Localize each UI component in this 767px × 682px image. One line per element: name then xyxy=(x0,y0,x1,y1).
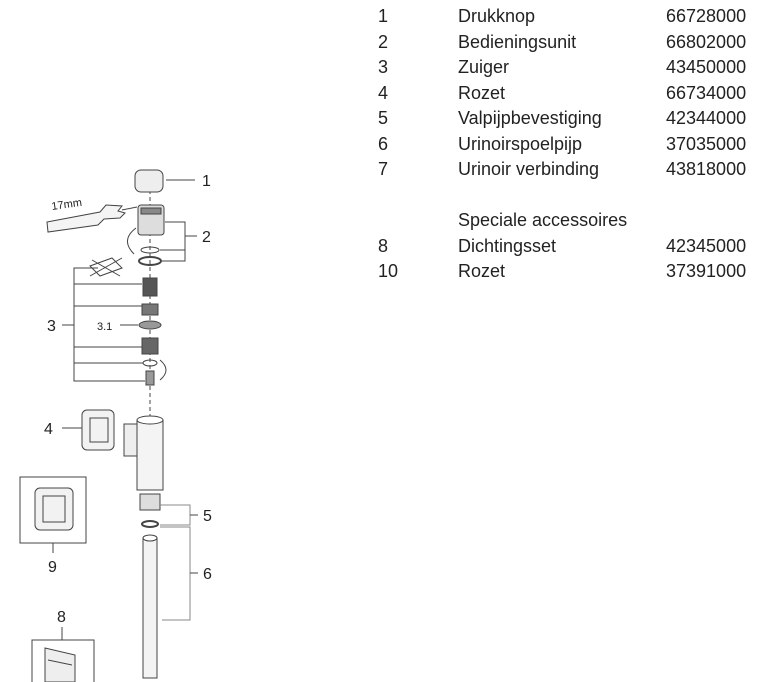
part-name: Drukknop xyxy=(458,6,536,26)
part-code: 66728000 xyxy=(666,6,747,26)
accessories-list-row: 8 Dichtingsset 42345000 xyxy=(378,234,767,260)
parts-list-row: 5 Valpijpbevestiging 42344000 xyxy=(378,106,767,132)
parts-list-row: 7 Urinoir verbinding 43818000 xyxy=(378,157,767,183)
part-name: Valpijpbevestiging xyxy=(458,108,602,128)
part-name: Urinoir verbinding xyxy=(458,159,600,179)
part-name: Dichtingsset xyxy=(458,235,557,256)
parts-list: 1 Drukknop 66728000 2 Bedieningsunit 6680200… xyxy=(378,4,767,285)
push-button-part xyxy=(134,169,195,193)
callout-2: 2 xyxy=(202,229,211,246)
part-number: 1 xyxy=(378,6,389,26)
rosette-part xyxy=(62,409,115,451)
parts-list-row: 6 Urinoirspoelpijp 37035000 xyxy=(378,132,767,158)
part-number: 3 xyxy=(378,57,389,77)
valve-body-part xyxy=(123,415,164,491)
part-number: 10 xyxy=(378,261,399,281)
wrench-icon xyxy=(46,204,138,233)
part-name: Rozet xyxy=(458,82,506,103)
part-code: 66802000 xyxy=(666,31,747,52)
part-name: Bedieningsunit xyxy=(458,31,577,52)
part-number: 4 xyxy=(378,82,389,103)
callout-4: 4 xyxy=(44,421,53,438)
parts-list-row: 3 Zuiger 43450000 xyxy=(378,55,767,81)
accessories-list-row: 10 Rozet 37391000 xyxy=(378,259,767,285)
callout-1: 1 xyxy=(202,173,211,190)
piston-part xyxy=(62,257,167,386)
flush-pipe-part xyxy=(142,526,198,679)
callout-3-1: 3.1 xyxy=(97,321,112,333)
part-name: Urinoirspoelpijp xyxy=(458,133,583,154)
part-number: 5 xyxy=(378,108,389,128)
part-number: 2 xyxy=(378,31,389,52)
part-code: 37035000 xyxy=(666,133,747,154)
callout-5: 5 xyxy=(203,508,212,525)
part-name: Zuiger xyxy=(458,57,510,77)
exploded-parts-diagram: 1 17mm 2 3 3.1 xyxy=(19,169,212,682)
wrench-size-label: 17mm xyxy=(51,197,83,213)
drainpipe-fixing-part xyxy=(139,493,198,528)
part-code: 43818000 xyxy=(666,159,747,179)
part-number: 8 xyxy=(378,235,389,256)
part-code: 42344000 xyxy=(666,108,747,128)
parts-list-row: 1 Drukknop 66728000 xyxy=(378,4,767,30)
accessories-heading-row: Speciale accessoires xyxy=(378,208,767,234)
part-number: 7 xyxy=(378,159,389,179)
callout-6: 6 xyxy=(203,566,212,583)
seal-set-accessory-box xyxy=(31,627,95,682)
part-name: Rozet xyxy=(458,261,506,281)
parts-list-row: 2 Bedieningsunit 66802000 xyxy=(378,30,767,56)
callout-9: 9 xyxy=(48,559,57,576)
spacer xyxy=(378,183,767,209)
accessories-heading: Speciale accessoires xyxy=(458,210,628,230)
part-number: 6 xyxy=(378,133,389,154)
operating-unit-part xyxy=(127,204,197,266)
parts-list-row: 4 Rozet 66734000 xyxy=(378,81,767,107)
rosette-accessory-box xyxy=(19,476,87,553)
callout-8: 8 xyxy=(57,609,66,626)
callout-3: 3 xyxy=(47,318,56,335)
part-code: 43450000 xyxy=(666,57,747,77)
part-code: 42345000 xyxy=(666,235,747,256)
part-code: 66734000 xyxy=(666,82,747,103)
part-code: 37391000 xyxy=(666,261,747,281)
